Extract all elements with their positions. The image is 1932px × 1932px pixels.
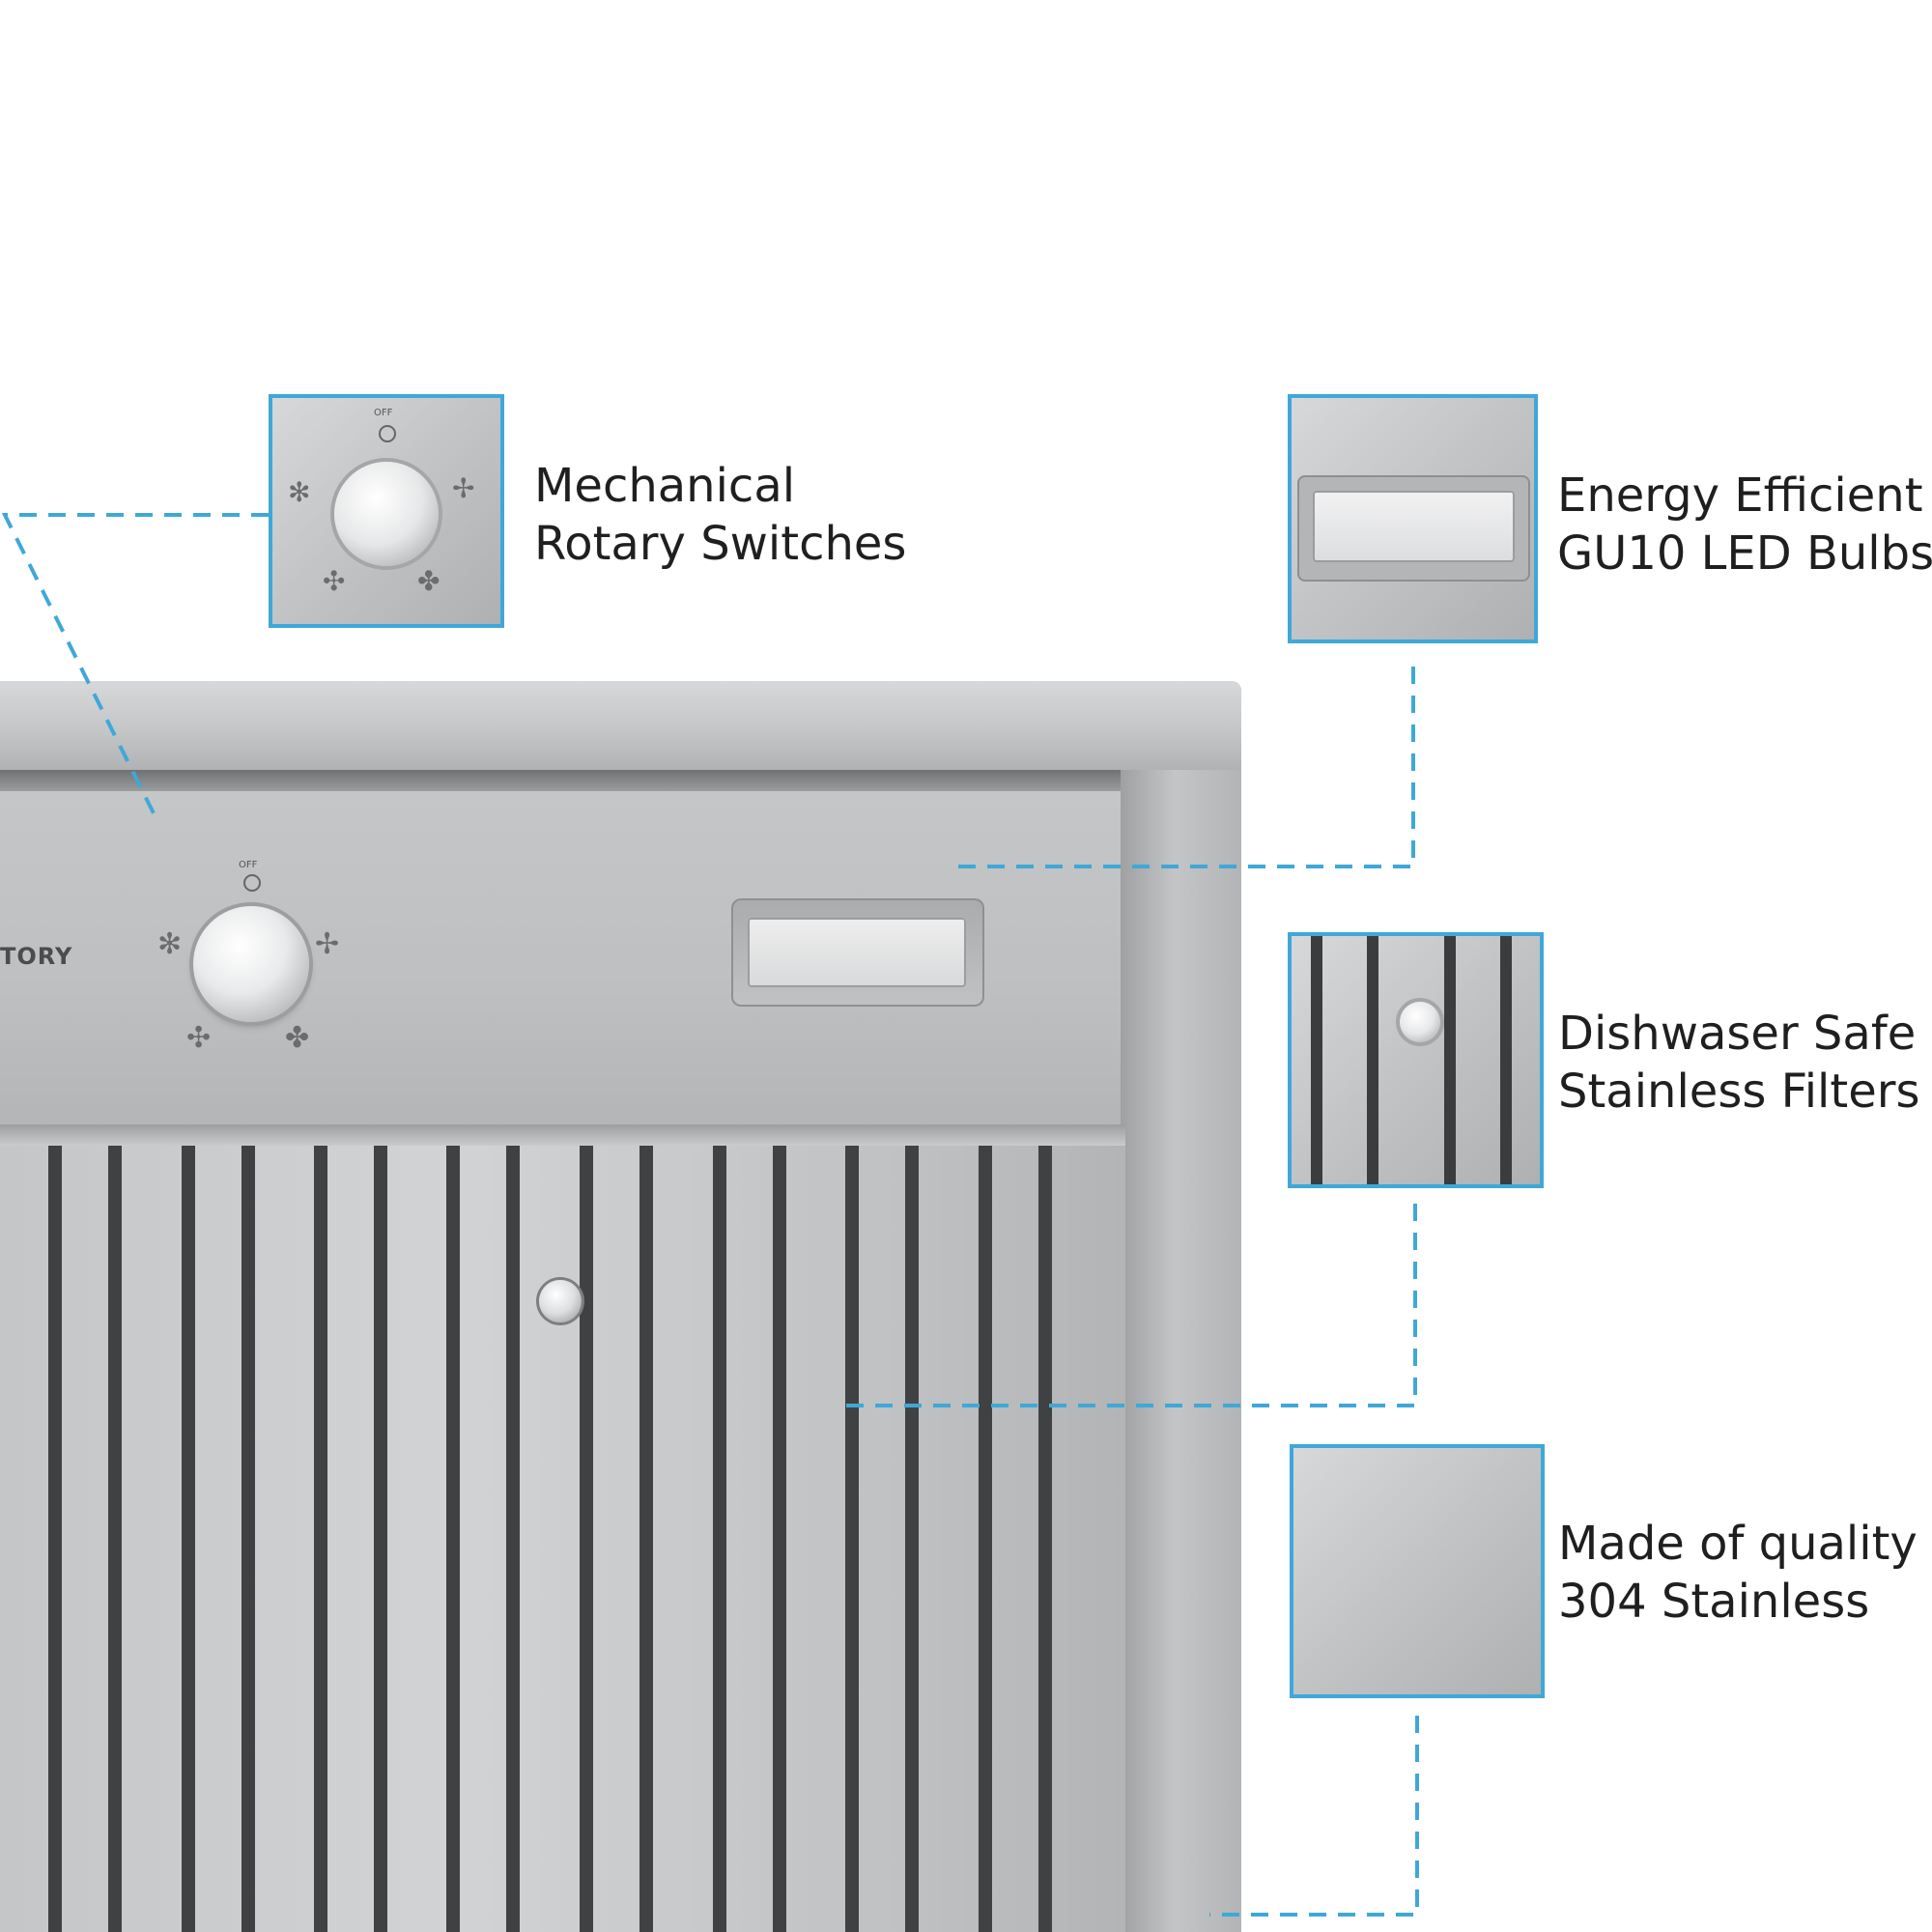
thumb-baffle-slat [1500, 936, 1512, 1184]
baffle-slat [713, 1146, 726, 1932]
baffle-slat [773, 1146, 786, 1932]
baffle-slat [1038, 1146, 1052, 1932]
connector-rotary-switches [1, 513, 269, 820]
baffle-slat [845, 1146, 859, 1932]
led-bulb-thumbnail [1288, 394, 1538, 643]
baffle-slat [905, 1146, 919, 1932]
baffle-slat [48, 1146, 62, 1932]
fan-speed-2-icon: ✢ [315, 927, 340, 961]
filter-release-knob[interactable] [539, 1280, 582, 1322]
thumb-off-indicator-icon [379, 425, 396, 442]
baffle-slat [580, 1146, 593, 1932]
feature-line: Mechanical [534, 459, 796, 513]
feature-line: Stainless Filters [1558, 1065, 1920, 1119]
hood-inner-edge [0, 770, 1154, 791]
baffle-slat [639, 1146, 653, 1932]
baffle-slat [314, 1146, 327, 1932]
thumb-baffle-slat [1444, 936, 1456, 1184]
thumb-fan-speed-2-icon: ✢ [452, 472, 475, 504]
feature-label-filters: Dishwaser Safe Stainless Filters [1558, 1005, 1919, 1121]
feature-line: Dishwaser Safe [1558, 1007, 1917, 1061]
feature-label-rotary-switches: Mechanical Rotary Switches [534, 457, 906, 573]
thumb-fan-speed-4-icon: ✤ [417, 565, 440, 597]
thumb-light-lens [1313, 491, 1515, 562]
thumb-off-label: OFF [374, 408, 393, 418]
filters-thumbnail [1288, 932, 1544, 1188]
hood-side-wall [1121, 770, 1241, 1932]
filter-top-rail [0, 1124, 1125, 1146]
baffle-slat [506, 1146, 520, 1932]
brand-logo-text: TORY [0, 943, 73, 970]
baffle-slat [242, 1146, 255, 1932]
rotary-switch-thumbnail: OFF ✻ ✢ ✣ ✤ [269, 394, 504, 628]
rotary-switch-knob[interactable] [193, 906, 309, 1022]
baffle-slat [446, 1146, 460, 1932]
fan-speed-1-icon: ✻ [157, 927, 183, 961]
fan-speed-4-icon: ✤ [285, 1021, 310, 1055]
feature-label-led-bulbs: Energy Efficient GU10 LED Bulbs [1557, 467, 1932, 582]
connector-filters [845, 1204, 1417, 1407]
connector-led-bulbs [947, 667, 1415, 868]
thumb-rotary-knob [334, 462, 439, 566]
thumb-fan-speed-1-icon: ✻ [288, 476, 311, 508]
fan-speed-3-icon: ✣ [186, 1021, 212, 1055]
feature-line: Rotary Switches [534, 517, 907, 571]
off-position-label: OFF [239, 860, 258, 870]
thumb-baffle-slat [1367, 936, 1378, 1184]
feature-label-stainless: Made of quality 304 Stainless [1558, 1515, 1918, 1631]
off-indicator-icon [243, 874, 261, 892]
hood-top-lip [0, 681, 1241, 770]
stainless-thumbnail [1290, 1444, 1545, 1698]
feature-line: Energy Efficient [1557, 469, 1923, 523]
feature-line: 304 Stainless [1558, 1575, 1870, 1629]
baffle-slat [979, 1146, 992, 1932]
baffle-slat [374, 1146, 387, 1932]
thumb-filter-knob [1400, 1002, 1440, 1042]
connector-stainless [1209, 1716, 1419, 1917]
thumb-fan-speed-3-icon: ✣ [323, 565, 346, 597]
led-light-lens[interactable] [748, 918, 966, 987]
feature-line: GU10 LED Bulbs [1557, 526, 1932, 581]
baffle-slat [182, 1146, 195, 1932]
thumb-baffle-slat [1311, 936, 1322, 1184]
baffle-slat [108, 1146, 122, 1932]
feature-line: Made of quality [1558, 1517, 1918, 1571]
